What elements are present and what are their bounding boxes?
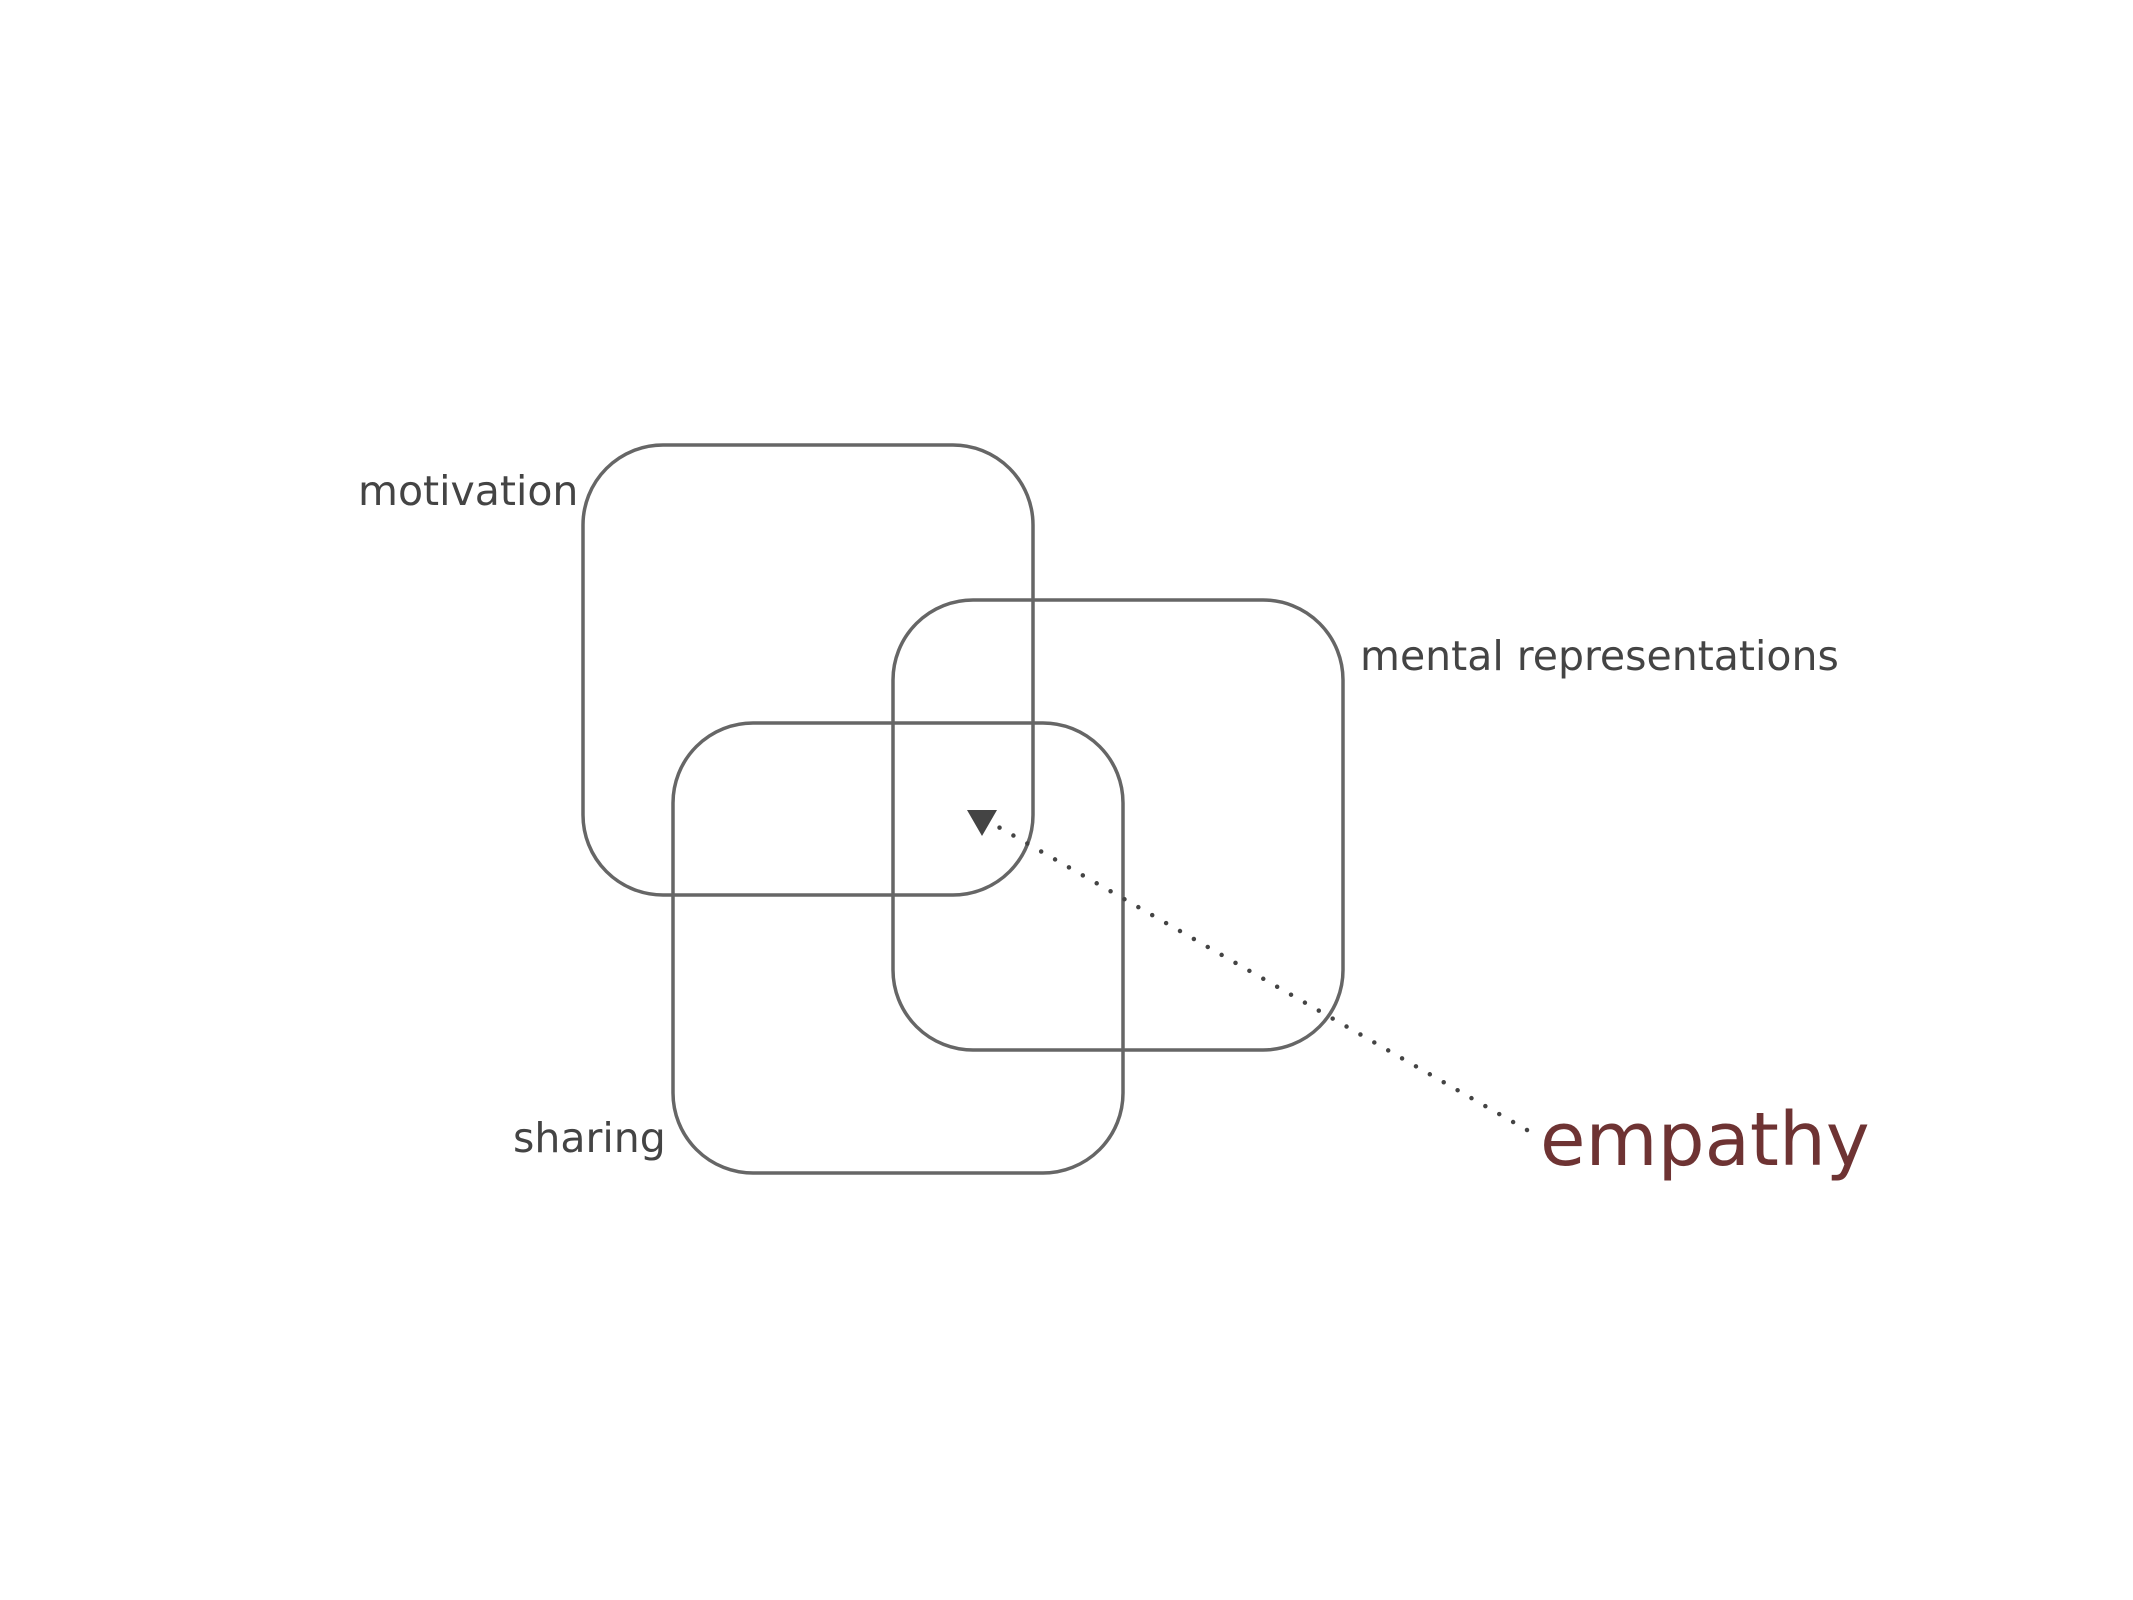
empathy-label: empathy <box>1540 1097 1870 1183</box>
sharing-box <box>671 721 1125 1175</box>
sharing-label: sharing <box>513 1114 666 1162</box>
mental-representations-label: mental representations <box>1360 632 1839 680</box>
empathy-pointer-line <box>992 822 1530 1133</box>
empathy-arrowhead-icon <box>967 810 997 836</box>
motivation-label: motivation <box>358 467 578 515</box>
motivation-box <box>581 443 1035 897</box>
mental-representations-box <box>891 598 1345 1052</box>
